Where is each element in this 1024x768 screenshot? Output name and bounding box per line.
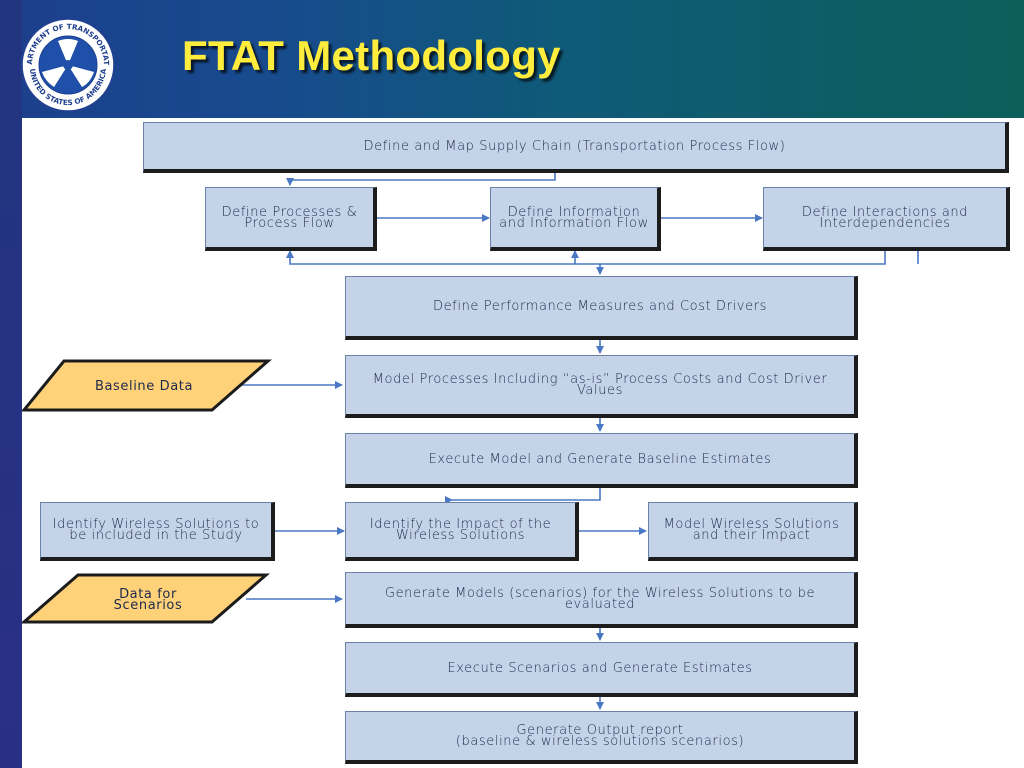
box-identify-wireless-label: Identify Wireless Solutions to be includ… — [52, 517, 260, 543]
box-output-report-line2: (baseline & wireless solutions scenarios… — [455, 734, 745, 749]
box-model-wireless-label: Model Wireless Solutions and their Impac… — [663, 517, 840, 543]
box-define-interactions: Define Interactions and Interdependencie… — [763, 187, 1010, 251]
box-define-processes-label: Define Processes & Process Flow — [221, 204, 358, 231]
box-model-processes: Model Processes Including “as-is” Proces… — [345, 355, 858, 418]
box-define-supply-chain: Define and Map Supply Chain (Transportat… — [143, 122, 1009, 173]
scenario-data-label: Data for Scenarios — [88, 582, 208, 618]
box-execute-baseline-label: Execute Model and Generate Baseline Esti… — [428, 451, 772, 467]
box-output-report-line1: Generate Output report — [516, 723, 684, 738]
box-execute-scenarios-label: Execute Scenarios and Generate Estimates — [447, 660, 753, 676]
box-define-supply-chain-label: Define and Map Supply Chain (Transportat… — [363, 138, 786, 154]
baseline-data-text: Baseline Data — [94, 378, 194, 394]
box-execute-baseline: Execute Model and Generate Baseline Esti… — [345, 433, 858, 488]
box-define-performance: Define Performance Measures and Cost Dri… — [345, 276, 858, 340]
box-output-report: Generate Output report (baseline & wirel… — [345, 711, 858, 764]
box-generate-scenarios: Generate Models (scenarios) for the Wire… — [345, 572, 858, 628]
dot-seal-logo: DEPARTMENT OF TRANSPORTATION UNITED STAT… — [20, 17, 116, 113]
box-execute-scenarios: Execute Scenarios and Generate Estimates — [345, 642, 858, 697]
connector-feedback-loop — [286, 249, 886, 265]
scenario-data-shape — [22, 573, 271, 624]
left-accent-strip — [0, 0, 22, 768]
connector-supply-to-row — [286, 170, 556, 186]
box-generate-scenarios-label: Generate Models (scenarios) for the Wire… — [384, 585, 816, 612]
box-define-performance-label: Define Performance Measures and Cost Dri… — [432, 299, 768, 314]
box-define-information: Define Information and Information Flow — [490, 187, 661, 251]
flowchart-canvas: Define and Map Supply Chain (Transportat… — [22, 118, 1024, 768]
box-define-processes: Define Processes & Process Flow — [205, 187, 377, 251]
box-model-wireless: Model Wireless Solutions and their Impac… — [648, 502, 858, 561]
box-identify-impact-label: Identify the Impact of the Wireless Solu… — [369, 517, 552, 543]
flowchart-connectors — [22, 170, 919, 710]
scenario-data-text: Data for Scenarios — [113, 587, 183, 613]
baseline-data-shape — [22, 359, 272, 412]
baseline-data-label: Baseline Data — [84, 368, 204, 404]
box-model-processes-label: Model Processes Including “as-is” Proces… — [372, 372, 828, 398]
box-define-information-label: Define Information and Information Flow — [499, 204, 649, 231]
connector-execute-to-identify — [451, 485, 601, 504]
slide-title: FTAT Methodology — [182, 32, 561, 79]
box-define-interactions-label: Define Interactions and Interdependencie… — [801, 204, 969, 231]
box-identify-wireless: Identify Wireless Solutions to be includ… — [40, 502, 275, 561]
box-identify-impact: Identify the Impact of the Wireless Solu… — [345, 502, 579, 561]
